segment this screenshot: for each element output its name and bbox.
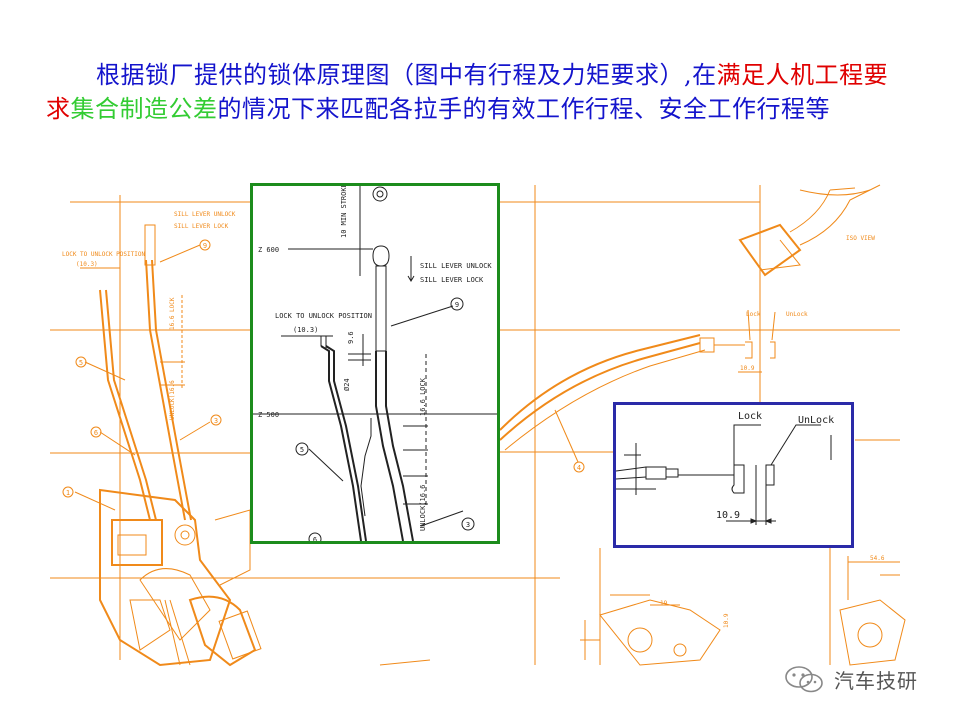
- watermark: 汽车技研: [784, 664, 918, 694]
- callout-5: 5: [300, 446, 304, 454]
- heading-tolerance-highlight: 集合制造公差: [70, 95, 218, 123]
- dim-9-6-label: 9.6: [347, 331, 355, 344]
- detail-inset-drawing: Lock UnLock 10.9: [616, 411, 834, 525]
- callout-3: 3: [466, 521, 470, 529]
- wechat-icon: [785, 666, 823, 693]
- bg-callout-9: 9: [203, 242, 207, 250]
- bg-lock-label: Lock: [746, 311, 761, 318]
- main-detail-inset: 10 MIN STROKE Z 600 Z 500 SILL LEVER UNL…: [250, 183, 500, 544]
- watermark-text: 汽车技研: [834, 668, 918, 693]
- heading-ergonomics-highlight: 满足人机工程要求: [46, 61, 889, 123]
- bg-callout-4: 4: [577, 464, 581, 472]
- detail-unlock-label: UnLock: [798, 415, 834, 426]
- bg-unlock-label: UnLock: [786, 311, 808, 318]
- z500-label: Z 500: [258, 411, 279, 419]
- page-heading: 根据锁厂提供的锁体原理图（图中有行程及力矩要求）,在满足人机工程要求集合制造公差…: [46, 58, 906, 126]
- bg-callout-3: 3: [214, 417, 218, 425]
- detail-lock-label: Lock: [738, 411, 762, 422]
- lock-to-unlock-label: LOCK TO UNLOCK POSITION: [275, 312, 372, 320]
- bg-callout-1: 1: [66, 489, 70, 497]
- bg-dim-10-9-bottom: 10.9: [723, 613, 730, 628]
- min-stroke-label: 10 MIN STROKE: [340, 186, 348, 238]
- z600-label: Z 600: [258, 246, 279, 254]
- heading-part-1: 根据锁厂提供的锁体原理图（图中有行程及力矩要求）,在: [96, 61, 717, 89]
- callout-9: 9: [455, 301, 459, 309]
- dim-10-3-label: (10.3): [293, 326, 318, 334]
- main-inset-drawing: 10 MIN STROKE Z 600 Z 500 SILL LEVER UNL…: [253, 186, 497, 541]
- bg-sill-lock-label: SILL LEVER LOCK: [174, 223, 229, 230]
- bg-position-label: LOCK TO UNLOCK POSITION: [62, 251, 145, 258]
- bg-dim-19: 19: [660, 600, 668, 607]
- detail-dim-10-9: 10.9: [716, 510, 740, 521]
- bg-iso-view-label: ISO VIEW: [846, 235, 875, 242]
- bg-dim-10-3: (10.3): [76, 261, 98, 268]
- bg-unlock-16-6: UNLOCK(16.6: [169, 380, 176, 420]
- dim-24-label: Ø24: [343, 378, 351, 391]
- bg-dim-10-9: 10.9: [740, 365, 755, 372]
- lock-unlock-detail-inset: Lock UnLock 10.9: [613, 402, 854, 548]
- bg-dim-54: 54.6: [870, 555, 885, 562]
- bg-lock-16-6: 16.6 LOCK: [169, 297, 176, 330]
- lock-16-6-label: 16.6 LOCK: [419, 377, 427, 416]
- callout-6: 6: [313, 536, 317, 541]
- bg-callout-6: 6: [94, 429, 98, 437]
- heading-part-4: 的情况下来匹配各拉手的有效工作行程、安全工作行程等: [217, 95, 830, 123]
- unlock-16-6-label: UNLOCK(16.6: [419, 485, 427, 531]
- bg-sill-unlock-label: SILL LEVER UNLOCK: [174, 211, 236, 218]
- sill-lever-unlock-label: SILL LEVER UNLOCK: [420, 262, 492, 270]
- bg-callout-5: 5: [79, 359, 83, 367]
- sill-lever-lock-label: SILL LEVER LOCK: [420, 276, 484, 284]
